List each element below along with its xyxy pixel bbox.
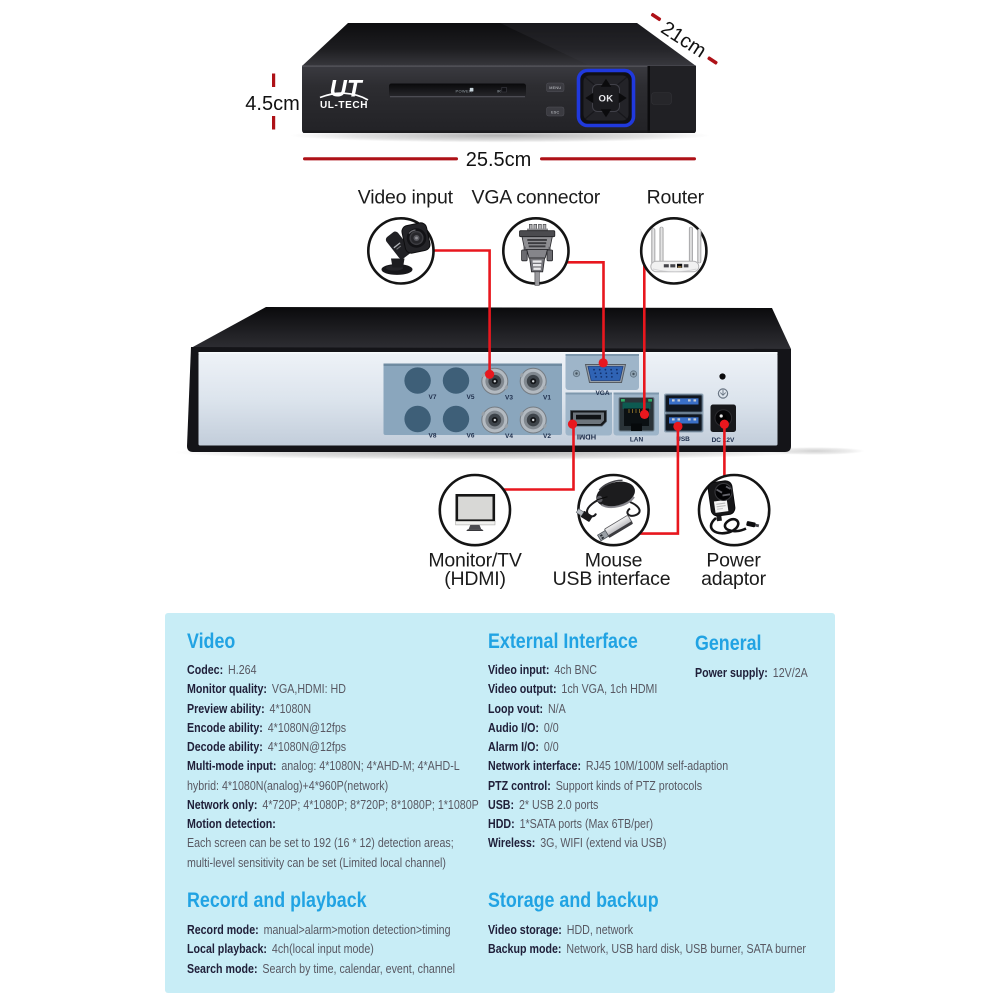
- svg-text:V5: V5: [467, 394, 475, 401]
- svg-text:VGA: VGA: [595, 390, 609, 397]
- svg-text:HDMI: HDMI: [577, 432, 596, 441]
- svg-text:MENU: MENU: [549, 86, 561, 90]
- svg-text:Power: Power: [706, 550, 761, 572]
- svg-text:Monitor/TV: Monitor/TV: [428, 550, 522, 572]
- svg-text:POWER: POWER: [456, 88, 473, 93]
- svg-text:Router: Router: [647, 187, 705, 209]
- svg-text:UL-TECH: UL-TECH: [320, 100, 368, 111]
- svg-text:V4: V4: [505, 433, 513, 440]
- svg-text:V8: V8: [429, 433, 437, 440]
- svg-text:VGA connector: VGA connector: [472, 187, 601, 209]
- svg-text:V2: V2: [543, 433, 551, 440]
- svg-text:USB interface: USB interface: [553, 568, 671, 590]
- svg-text:V1: V1: [543, 395, 551, 402]
- svg-text:UT: UT: [330, 76, 364, 103]
- svg-text:LAN: LAN: [630, 437, 644, 444]
- svg-text:25.5cm: 25.5cm: [466, 149, 532, 171]
- svg-text:V6: V6: [467, 433, 475, 440]
- svg-text:USB: USB: [676, 436, 690, 443]
- svg-text:V3: V3: [505, 395, 513, 402]
- svg-text:4.5cm: 4.5cm: [245, 93, 299, 115]
- svg-text:(HDMI): (HDMI): [444, 568, 506, 590]
- svg-text:Video input: Video input: [358, 187, 454, 209]
- svg-text:V7: V7: [429, 394, 437, 401]
- svg-text:IR: IR: [497, 88, 501, 93]
- svg-text:adaptor: adaptor: [701, 568, 766, 590]
- svg-text:Mouse: Mouse: [585, 550, 643, 572]
- svg-text:OK: OK: [598, 94, 613, 105]
- svg-text:ESC: ESC: [551, 110, 559, 114]
